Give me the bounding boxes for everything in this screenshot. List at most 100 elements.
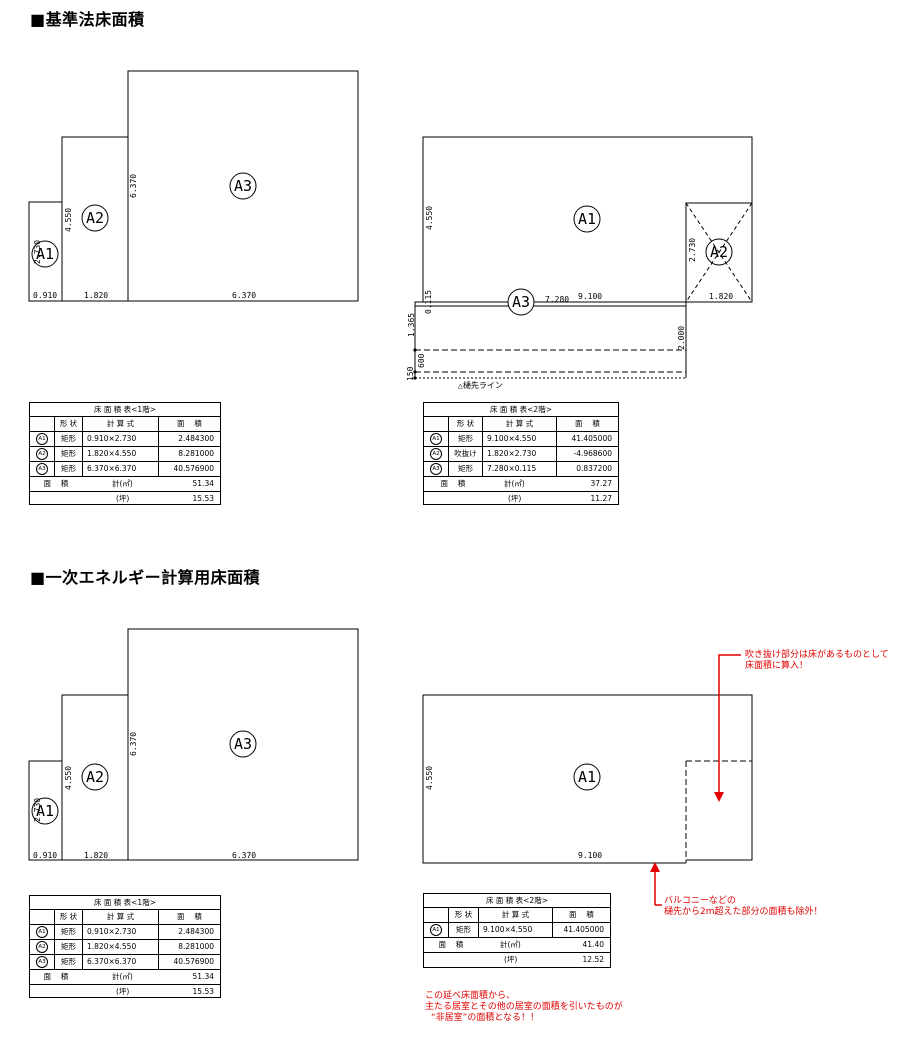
tsubo-label: (坪) <box>504 955 518 964</box>
a2-marker-circle <box>705 238 733 266</box>
dim-dot <box>413 370 417 374</box>
cell-area: 41.405000 <box>556 432 618 446</box>
a3-marker-circle <box>507 288 535 316</box>
cell-area: 41.405000 <box>552 923 610 937</box>
dim-2000: 2.000 <box>677 326 686 350</box>
tsubo-value: 15.53 <box>192 987 214 996</box>
a3-badge: A3 <box>430 463 442 475</box>
void-annotation: 吹き抜け部分は床があるものとして 床面積に算入！ <box>745 650 889 672</box>
sum-value: 41.40 <box>582 940 604 949</box>
a3-marker-circle <box>229 172 257 200</box>
room-a1-outline <box>423 694 753 861</box>
cell-formula: 1.820×4.550 <box>82 447 158 461</box>
table-row: A2 矩形 1.820×4.550 8.281000 <box>30 940 220 955</box>
dim-width-a2: 1.820 <box>84 851 108 860</box>
cell-shape: 吹抜け <box>448 447 482 461</box>
cell-area: 8.281000 <box>158 940 220 954</box>
table-row: A3 矩形 6.370×6.370 40.576900 <box>30 462 220 477</box>
a2-label: A2 <box>86 209 104 227</box>
cell-formula: 9.100×4.550 <box>482 432 556 446</box>
tsubo-value: 15.53 <box>192 494 214 503</box>
cell-formula: 6.370×6.370 <box>82 462 158 476</box>
table-row: A3 矩形 7.280×0.115 0.837200 <box>424 462 618 477</box>
floor1-plan-kijun <box>28 70 359 302</box>
a2-label: A2 <box>86 768 104 786</box>
header-shape: 形 状 <box>54 417 82 431</box>
dim-width-a3: 6.370 <box>232 291 256 300</box>
dim-1365: 1.365 <box>407 313 416 337</box>
header-area: 面 積 <box>158 417 220 431</box>
cell-shape: 矩形 <box>54 955 82 969</box>
void-diagonal <box>685 202 753 303</box>
header-formula: 計 算 式 <box>82 417 158 431</box>
table-caption: 床 面 積 表<2階> <box>424 403 618 417</box>
cell-area: 40.576900 <box>158 955 220 969</box>
cell-formula: 0.910×2.730 <box>82 432 158 446</box>
cell-area: 2.484300 <box>158 925 220 939</box>
void-arrow-head <box>714 792 724 802</box>
dim-height-a3: 6.370 <box>129 732 138 756</box>
cell-area: 8.281000 <box>158 447 220 461</box>
summary-note-line2: 主たる居室とその他の居室の面積を引いたものが <box>425 1002 623 1012</box>
dim-dot <box>413 376 417 380</box>
total-label: 面 積 <box>440 479 466 488</box>
dim-height-a1: 4.550 <box>425 206 434 230</box>
a1-marker-circle <box>573 205 601 233</box>
a2-marker-circle <box>81 204 109 232</box>
sum-value: 51.34 <box>192 972 214 981</box>
cell-formula: 7.280×0.115 <box>482 462 556 476</box>
dim-width-a3: 7.280 <box>545 295 569 304</box>
header-shape: 形 状 <box>54 910 82 924</box>
void-a2-outline <box>685 202 753 303</box>
a2-badge: A2 <box>36 448 48 460</box>
a1-label: A1 <box>36 802 54 820</box>
table-caption: 床 面 積 表<1階> <box>30 896 220 910</box>
a1-marker-circle <box>573 763 601 791</box>
floor1-plan-energy <box>28 628 359 861</box>
table-row: A1 矩形 0.910×2.730 2.484300 <box>30 432 220 447</box>
a3-label: A3 <box>512 293 530 311</box>
dim-height-a3: 0.115 <box>424 290 433 314</box>
dim-width-a1: 9.100 <box>578 292 602 301</box>
sum-label: 計(㎡) <box>500 940 521 949</box>
summary-annotation: この延べ床面積から、 主たる居室とその他の居室の面積を引いたものが “非居室”の… <box>425 991 623 1024</box>
header-formula: 計 算 式 <box>482 417 556 431</box>
table-caption: 床 面 積 表<2階> <box>424 894 610 908</box>
dim-height-a2: 2.730 <box>688 238 697 262</box>
area-table-floor1-energy: 床 面 積 表<1階> 形 状 計 算 式 面 積 A1 矩形 0.910×2.… <box>29 895 221 998</box>
dim-height-a2: 4.550 <box>64 766 73 790</box>
floor2-plan-kijun <box>414 136 753 379</box>
table-row: A2 矩形 1.820×4.550 8.281000 <box>30 447 220 462</box>
cell-area: 40.576900 <box>158 462 220 476</box>
balcony-arrow-head <box>650 862 660 872</box>
a1-marker-circle <box>31 240 59 268</box>
void-note-line1: 吹き抜け部分は床があるものとして <box>745 650 889 660</box>
cell-formula: 0.910×2.730 <box>82 925 158 939</box>
sum-label: 計(㎡) <box>112 972 133 981</box>
balcony-annotation: バルコニーなどの 樋先から2m超えた部分の面積も除外！ <box>664 896 823 918</box>
total-label: 面 積 <box>43 479 69 488</box>
balcony-note-line2: 樋先から2m超えた部分の面積も除外！ <box>664 907 823 917</box>
dim-width-a2: 1.820 <box>709 292 733 301</box>
room-a3-outline <box>127 628 359 861</box>
a3-label: A3 <box>234 735 252 753</box>
header-formula: 計 算 式 <box>478 908 552 922</box>
total-label: 面 積 <box>438 940 464 949</box>
header-id <box>30 417 54 431</box>
tsubo-value: 11.27 <box>590 494 612 503</box>
cell-shape: 矩形 <box>448 923 478 937</box>
dim-height-a1: 2.730 <box>33 240 42 264</box>
dim-150: 150 <box>406 366 415 381</box>
total-label: 面 積 <box>43 972 69 981</box>
tsubo-value: 12.52 <box>582 955 604 964</box>
sum-label: 計(㎡) <box>112 479 133 488</box>
cell-area: -4.968600 <box>556 447 618 461</box>
a1-marker-circle <box>31 797 59 825</box>
tsubo-label: (坪) <box>116 494 130 503</box>
table-caption: 床 面 積 表<1階> <box>30 403 220 417</box>
header-shape: 形 状 <box>448 417 482 431</box>
tsubo-label: (坪) <box>508 494 522 503</box>
table-row: A1 矩形 9.100×4.550 41.405000 <box>424 432 618 447</box>
dim-height-a2: 4.550 <box>64 208 73 232</box>
